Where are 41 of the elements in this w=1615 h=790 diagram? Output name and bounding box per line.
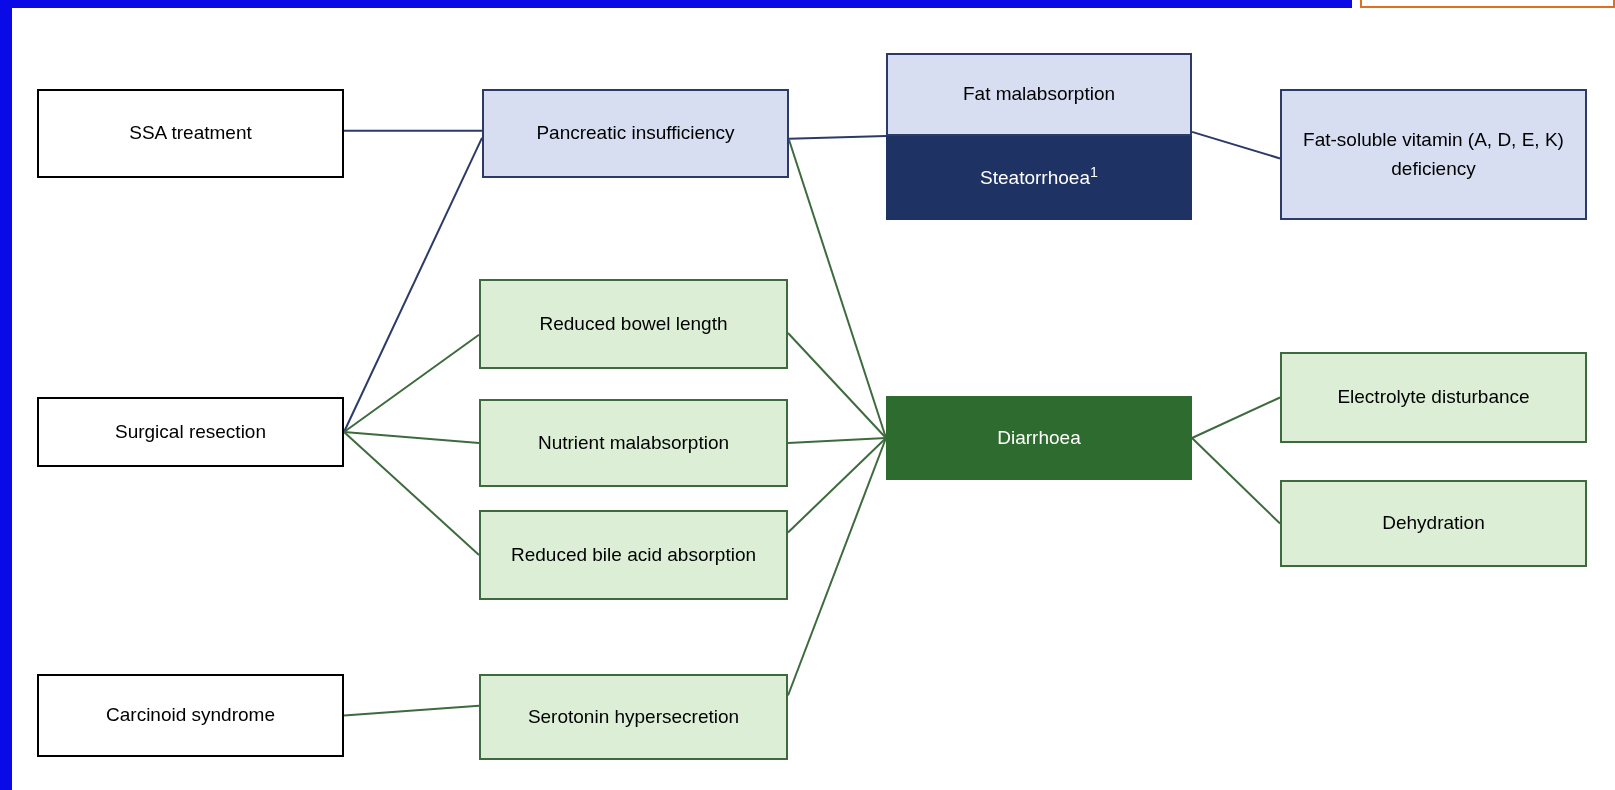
connector-line [1191, 130, 1281, 160]
process-box [37, 89, 344, 178]
process-box [37, 674, 344, 757]
connector-line [1191, 396, 1281, 439]
connector-line [343, 333, 480, 433]
connector-line [343, 431, 480, 444]
process-box [1280, 352, 1587, 443]
connector-line [343, 129, 483, 132]
connector-line [788, 135, 887, 140]
connector-line [1191, 437, 1281, 525]
node-text: Carcinoid syndrome [106, 703, 275, 728]
connector-line [787, 437, 887, 444]
node-text: Dehydration [1382, 511, 1485, 536]
connector-line [343, 136, 483, 433]
process-box [886, 53, 1192, 136]
node-text: Electrolyte disturbance [1337, 385, 1530, 410]
process-box [479, 510, 788, 600]
node-text: Surgical resection [115, 419, 266, 444]
process-box [886, 136, 1192, 220]
process-box [482, 89, 789, 178]
process-box [479, 674, 788, 760]
node-text: Reduced bile acid absorption [510, 542, 757, 567]
node-text: Steatorrhoea$^{1}$ [980, 163, 1098, 190]
node-text: Diarrhoea [997, 425, 1081, 450]
connector-line [343, 431, 480, 556]
connector-line [787, 437, 887, 534]
node-text: Nutrient malabsorption [537, 430, 730, 455]
node-text: Fat-soluble vitamin (A, D, E, K) deficiency [1302, 128, 1565, 181]
process-box [886, 396, 1192, 480]
node-text: Pancreatic insufficiency [536, 121, 735, 146]
connector-line [787, 332, 887, 439]
node-text: SSA treatment [129, 121, 252, 146]
node-text: Serotonin hypersecretion [527, 704, 740, 729]
connector-line [343, 704, 480, 717]
process-box [479, 399, 788, 487]
node-text: Reduced bowel length [539, 311, 728, 336]
process-box [479, 279, 788, 369]
node-text: Fat malabsorption [962, 82, 1116, 107]
process-box [1280, 480, 1587, 567]
process-box [1280, 89, 1587, 220]
process-box [37, 397, 344, 467]
